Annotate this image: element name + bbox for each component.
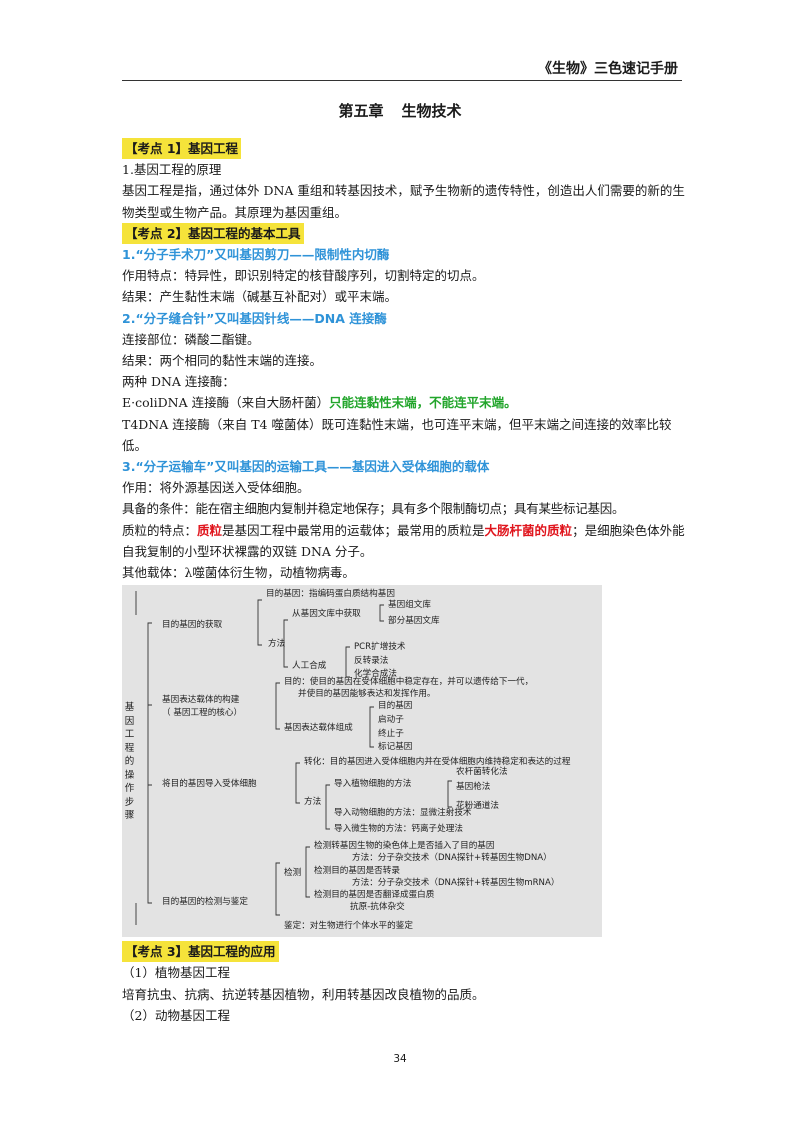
node-detect-transcription: 检测目的基因是否转录 [314,866,400,877]
diagram-root-label: 基因工程的操作步骤 [124,702,135,822]
kp1-text: 基因工程是指，通过体外 DNA 重组和转基因技术，赋予生物新的遗传特性，创造出人… [122,183,685,220]
other-vectors: 其他载体：λ噬菌体衍生物，动植物病毒。 [122,565,355,581]
node-check: 检测 [284,868,302,879]
kp3-heading: 【考点 3】基因工程的应用 [122,941,687,963]
page-number: 34 [393,1053,407,1065]
node-gene-gun: 基因枪法 [456,782,491,793]
kp3-tag: 【考点 3】基因工程的应用 [122,941,279,963]
node-pcr: PCR扩增技术 [354,642,406,653]
tool1-result: 结果：产生黏性末端（碱基互补配对）或平末端。 [122,289,398,305]
node-agrobacterium: 农杆菌转化法 [456,767,508,778]
plasmid-highlight: 质粒 [197,522,223,538]
plasmid-c: 是基因工程中最常用的运载体；最常用的质粒是 [222,522,485,538]
node-method-1: 方法 [268,639,286,650]
tool2-two-kinds: 两种 DNA 连接酶： [122,374,235,390]
node-pollen-tube: 花粉通道法 [456,801,499,812]
node-vector-composition: 基因表达载体组成 [284,723,353,734]
book-title: 《生物》三色速记手册 [538,61,678,77]
gene-engineering-flowchart: 基因工程的操作步骤 目的基因的获取 目的基因：指编码蛋白质结构基因 方法 从基因… [122,585,602,938]
node-component-target-gene: 目的基因 [378,701,413,712]
ecoli-ligase-text: E·coliDNA 连接酶（来自大肠杆菌） [122,395,330,411]
node-partial-library: 部分基因文库 [388,616,440,627]
node-method-2: 方法 [304,797,322,808]
kp3-item2: （2）动物基因工程 [122,1007,230,1023]
ecoli-ligase: E·coliDNA 连接酶（来自大肠杆菌）只能连黏性末端，不能连平末端。 [122,392,687,413]
node-chemical-synthesis: 化学合成法 [354,669,397,680]
kp2-heading: 【考点 2】基因工程的基本工具 [122,222,687,245]
page-content: 【考点 1】基因工程 1.基因工程的原理 基因工程是指，通过体外 DNA 重组和… [122,138,687,1026]
kp1-sub1: 1.基因工程的原理 [122,162,222,178]
node-detection: 目的基因的检测与鉴定 [162,897,248,908]
node-component-marker: 标记基因 [378,742,413,753]
tool2-title: 2.“分子缝合针”又叫基因针线——DNA 连接酶 [122,310,387,326]
tool2-result: 结果：两个相同的黏性末端的连接。 [122,353,323,369]
chapter-title: 生物技术 [401,102,462,120]
kp3-item1: （1）植物基因工程 [122,965,230,981]
node-from-library: 从基因文库中获取 [292,609,361,620]
node-detect-translation: 检测目的基因是否翻译成蛋白质 [314,890,435,901]
node-vector-construction: 基因表达载体的构建 [162,695,240,706]
node-purpose-line1: 目的：使目的基因在受体细胞中稳定存在，并可以遗传给下一代， [284,677,534,688]
ecoli-ligase-highlight: 只能连黏性末端，不能连平末端。 [329,395,517,411]
kp2-tag: 【考点 2】基因工程的基本工具 [122,222,304,245]
node-acquire: 目的基因的获取 [162,620,223,631]
node-transformation: 转化：目的基因进入受体细胞内并在受体细胞内维持稳定和表达的过程 [304,757,571,768]
node-detect-transcription-method: 方法：分子杂交技术（DNA探针+转基因生物mRNA） [352,878,560,889]
tool3-title: 3.“分子运输车”又叫基因的运输工具——基因进入受体细胞的载体 [122,459,490,475]
plasmid-a: 质粒的特点： [122,522,198,538]
node-identification: 鉴定：对生物进行个体水平的鉴定 [284,921,413,932]
flowchart-connectors [135,591,452,926]
node-introduce: 将目的基因导入受体细胞 [162,779,257,790]
plasmid-e: ；是细胞染色体外能自我复制的小型环状裸露的双链 DNA 分子。 [122,522,685,559]
kp3-item1-text: 培育抗虫、抗病、抗逆转基因植物，利用转基因改良植物的品质。 [122,986,485,1002]
node-detect-insert-method: 方法：分子杂交技术（DNA探针+转基因生物DNA） [352,853,552,864]
chapter-heading: 第五章生物技术 [0,100,800,121]
tool1-title: 1.“分子手术刀”又叫基因剪刀——限制性内切酶 [122,247,390,263]
node-component-terminator: 终止子 [378,729,404,740]
ecoli-plasmid-highlight: 大肠杆菌的质粒 [484,522,573,538]
kp1-tag: 【考点 1】基因工程 [122,138,242,160]
node-plant-method: 导入植物细胞的方法 [334,779,412,790]
tool3-conditions: 具备的条件：能在宿主细胞内复制并稳定地保存；具有多个限制酶切点；具有某些标记基因… [122,501,625,517]
node-purpose-line2: 并使目的基因能够表达和发挥作用。 [298,689,436,700]
node-acquire-target: 目的基因：指编码蛋白质结构基因 [266,589,395,600]
node-antigen-antibody: 抗原-抗体杂交 [350,902,405,913]
tool1-feature: 作用特点：特异性，即识别特定的核苷酸序列，切割特定的切点。 [122,268,485,284]
tool3-function: 作用：将外源基因送入受体细胞。 [122,480,310,496]
node-genomic-library: 基因组文库 [388,600,431,611]
node-reverse-transcription: 反转录法 [354,656,389,667]
tool2-site: 连接部位：磷酸二酯键。 [122,331,260,347]
plasmid-features: 质粒的特点：质粒是基因工程中最常用的运载体；最常用的质粒是大肠杆菌的质粒；是细胞… [122,520,687,562]
node-microbe-method: 导入微生物的方法：钙离子处理法 [334,824,463,835]
node-detect-insert: 检测转基因生物的染色体上是否插入了目的基因 [314,841,495,852]
node-artificial-synthesis: 人工合成 [292,661,327,672]
chapter-number: 第五章 [338,102,384,120]
header-divider [122,80,682,81]
kp1-heading: 【考点 1】基因工程 [122,138,687,160]
node-component-promoter: 启动子 [378,715,404,726]
node-animal-method: 导入动物细胞的方法：显微注射技术 [334,808,472,819]
t4-ligase: T4DNA 连接酶（来自 T4 噬菌体）既可连黏性末端，也可连平末端，但平末端之… [122,416,672,453]
node-vector-core: （ 基因工程的核心） [162,708,243,719]
